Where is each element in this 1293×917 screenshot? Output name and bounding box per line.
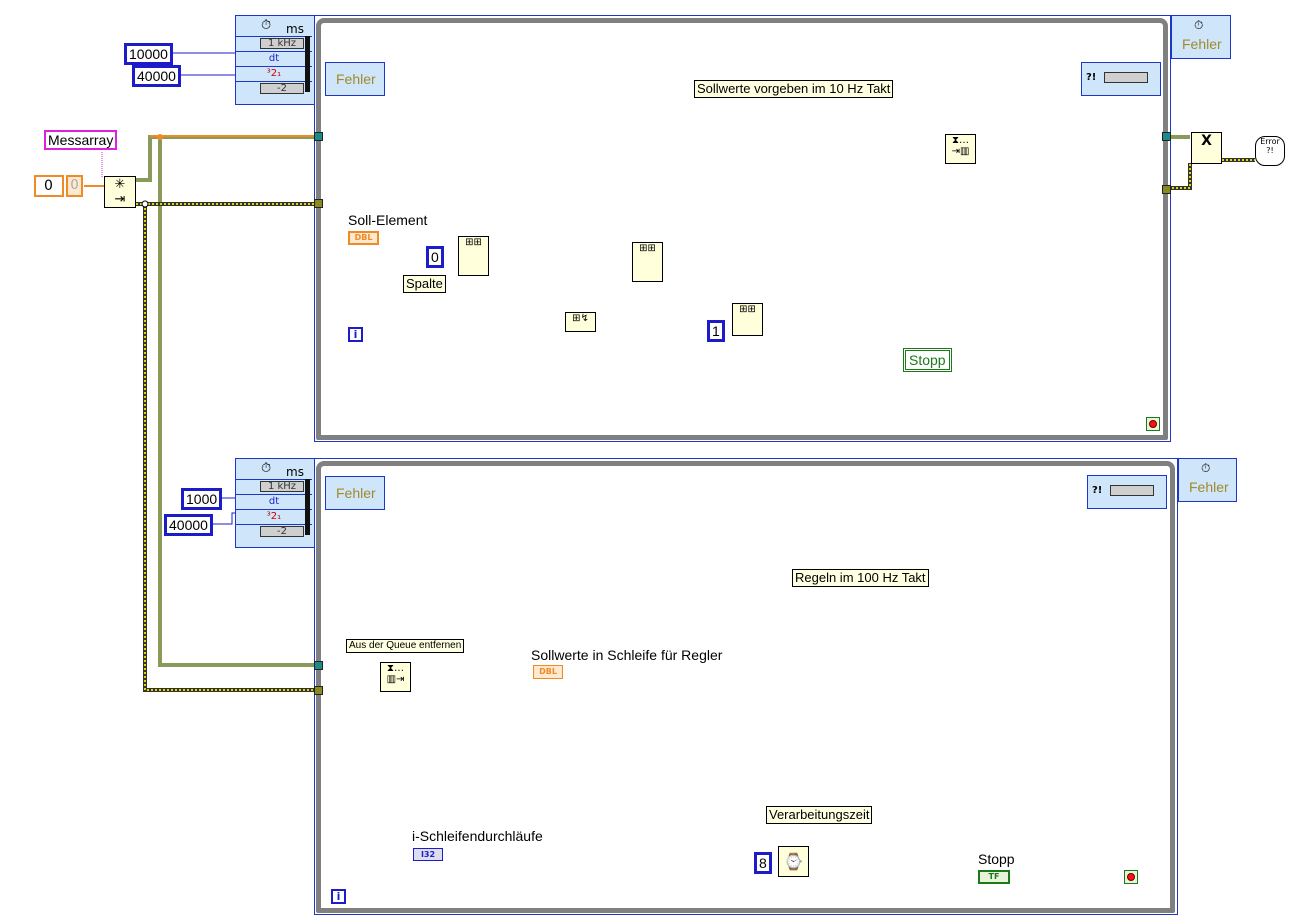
array-size-node[interactable]: ⊞↯	[565, 312, 596, 332]
iteration-indicator-label: i-Schleifendurchläufe	[412, 828, 543, 844]
error-tunnel-out	[1162, 185, 1171, 194]
release-queue-node[interactable]: X	[1191, 132, 1222, 164]
soll-element-control[interactable]: DBL	[348, 231, 379, 245]
timing-bar	[305, 36, 310, 92]
bottom-iteration-terminal: i	[331, 889, 346, 904]
top-loop-timing-node[interactable]: ⏱ ms 1 kHz dt ³2₁ -2	[235, 15, 315, 105]
size-constant[interactable]: 0	[34, 175, 64, 197]
stop-button-control[interactable]: Stopp	[903, 348, 952, 372]
error-tunnel	[314, 199, 323, 208]
wait-constant[interactable]: 8	[754, 852, 772, 874]
enqueue-node[interactable]: ⧗…⇥▥	[945, 134, 976, 164]
bottom-left-error-node[interactable]: Fehler	[325, 476, 385, 510]
bottom-right-timing-node[interactable]: ⏱ Fehler	[1178, 458, 1237, 502]
soll-element-label: Soll-Element	[348, 212, 428, 228]
bottom-loop-timing-node[interactable]: ⏱ ms 1 kHz dt ³2₁ -2	[235, 458, 315, 548]
clock-unit: ms	[286, 22, 304, 36]
clock-icon: ⏱	[1194, 18, 1204, 32]
index-array-node-2[interactable]: ⊞⊞	[732, 303, 763, 336]
column-label: Spalte	[403, 275, 446, 293]
wait-node[interactable]: ⌚	[778, 846, 809, 877]
bottom-dt-constant[interactable]: 1000	[181, 488, 223, 510]
setpoint-indicator: DBL	[533, 665, 563, 679]
index-array-node-1[interactable]: ⊞⊞	[458, 236, 489, 276]
error-dialog-node[interactable]: Error ?!	[1255, 136, 1285, 166]
dt-constant[interactable]: 10000	[124, 43, 173, 65]
bottom-offset-constant[interactable]: 40000	[164, 514, 213, 536]
top-iteration-terminal: i	[348, 327, 363, 342]
index-constant[interactable]: 1	[707, 320, 725, 342]
clock-icon: ⏱	[1201, 461, 1211, 475]
processing-time-label: Verarbeitungszeit	[766, 806, 873, 824]
queue-tunnel	[314, 132, 323, 141]
column-constant[interactable]: 0	[426, 246, 444, 268]
queue-tunnel-out	[1162, 132, 1171, 141]
top-loop-title: Sollwerte vorgeben im 10 Hz Takt	[694, 80, 894, 98]
bottom-stop-control[interactable]: TF	[978, 870, 1010, 884]
bottom-stop-label: Stopp	[978, 851, 1015, 867]
bottom-stop-terminal	[1124, 870, 1138, 884]
dequeue-label: Aus der Queue entfernen	[346, 639, 465, 653]
offset-constant[interactable]: 40000	[132, 65, 181, 87]
processor-row[interactable]: -2	[236, 81, 312, 96]
source-row[interactable]: 1 kHz	[236, 36, 312, 51]
offset-row[interactable]: ³2₁	[236, 66, 312, 81]
bottom-right-error-indicator[interactable]: ?!	[1087, 475, 1167, 509]
replace-array-node[interactable]: ⊞⊞	[632, 242, 663, 282]
bottom-loop-frame	[316, 461, 1175, 913]
dt-row[interactable]: dt	[236, 51, 312, 66]
queue-wire-branch	[158, 137, 380, 667]
dequeue-node[interactable]: ⧗…▥⇥	[380, 662, 411, 692]
top-left-error-node[interactable]: Fehler	[325, 62, 385, 96]
top-right-timing-node[interactable]: ⏱ Fehler	[1171, 15, 1231, 59]
messarray-label: Messarray	[44, 130, 118, 150]
top-right-error-indicator[interactable]: ?!	[1081, 62, 1161, 96]
bottom-loop-title: Regeln im 100 Hz Takt	[792, 569, 929, 587]
top-loop-frame	[316, 18, 1168, 440]
clock-icon: ⏱	[261, 461, 272, 476]
size-display: 0	[66, 175, 83, 197]
bottom-timed-loop[interactable]	[314, 458, 1178, 915]
iteration-indicator: I32	[413, 848, 443, 861]
clock-icon: ⏱	[261, 18, 272, 33]
obtain-queue-node[interactable]: ✳⇥	[104, 176, 136, 208]
top-stop-terminal	[1146, 417, 1160, 431]
setpoint-indicator-label: Sollwerte in Schleife für Regler	[531, 647, 723, 663]
